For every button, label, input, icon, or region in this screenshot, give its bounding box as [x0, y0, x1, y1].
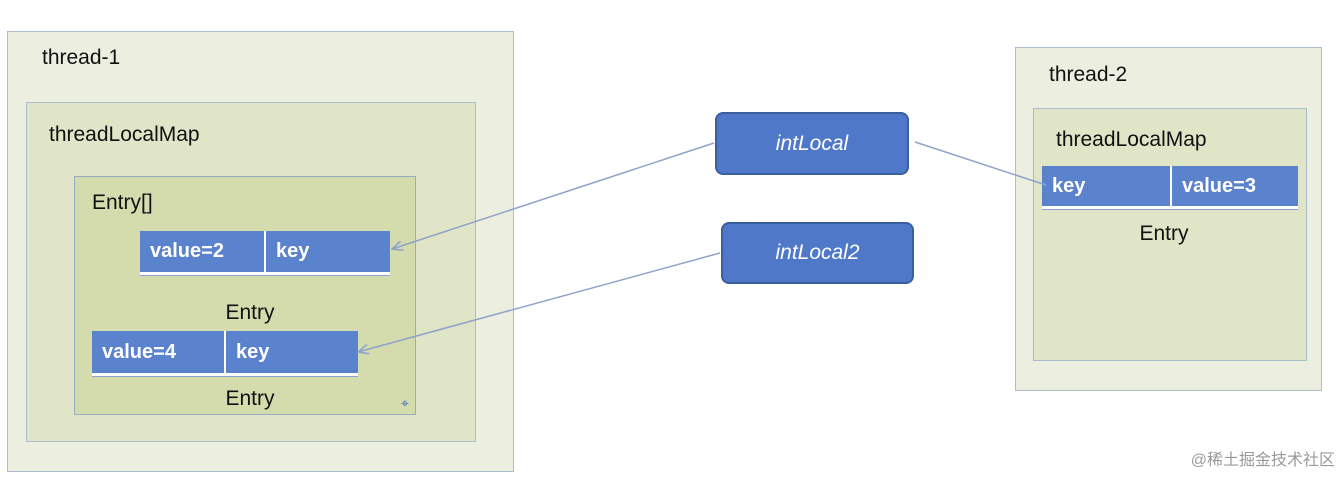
entry-array-title: Entry[]: [92, 191, 153, 214]
int-local-to-thread-1-entry-arrow: [392, 142, 715, 249]
thread-2-title: thread-2: [1049, 63, 1128, 86]
entry-key-cell: key: [1052, 174, 1086, 197]
entry-value-cell: value=3: [1170, 166, 1298, 206]
watermark: @稀土掘金技术社区: [1190, 452, 1335, 469]
entry-value-cell: value=4: [102, 340, 176, 363]
thread-1-map-title: threadLocalMap: [49, 123, 200, 146]
entry-row-value-2: value=2 key: [140, 231, 390, 275]
entry-row-value-4: value=4 key: [92, 331, 358, 376]
int-local2-to-thread-1-entry-arrow: [358, 252, 721, 352]
entry-caption: Entry: [225, 387, 275, 410]
thread-2-map-title: threadLocalMap: [1056, 128, 1207, 151]
entry-key-cell: key: [224, 331, 358, 373]
entry-value-cell: value=2: [150, 240, 224, 262]
entry-row-value-3: key value=3: [1042, 166, 1298, 209]
int-local-to-thread-2-entry-line: [914, 141, 1047, 186]
thread-1-title: thread-1: [42, 46, 121, 69]
entry-caption: Entry: [1139, 222, 1189, 245]
thread-2-map-box: [1033, 108, 1307, 361]
int-local-node[interactable]: intLocal: [715, 112, 909, 175]
entry-key-cell: key: [264, 231, 390, 272]
int-local2-node[interactable]: intLocal2: [721, 222, 914, 284]
entry-caption: Entry: [225, 301, 275, 324]
crosshair-icon: ⌖: [401, 395, 409, 411]
